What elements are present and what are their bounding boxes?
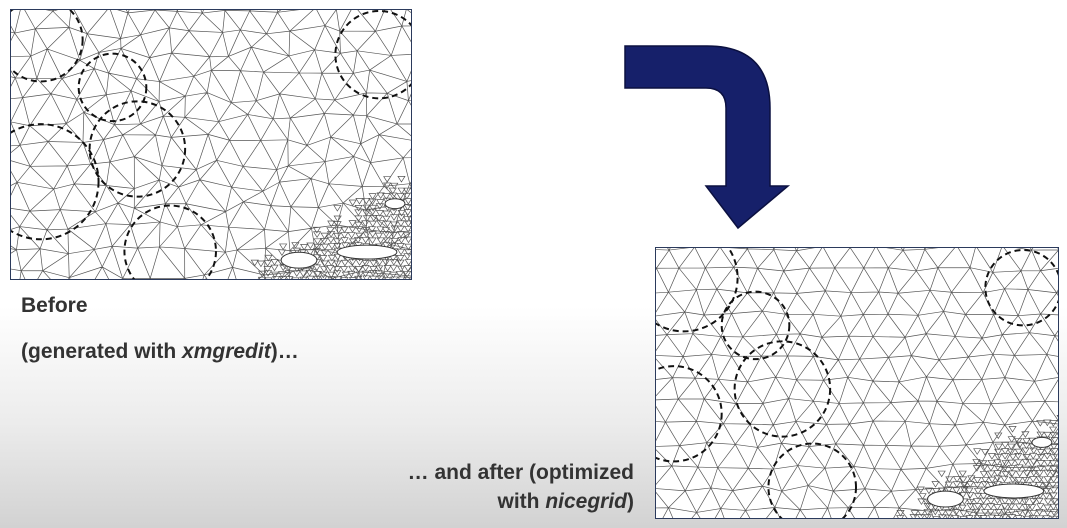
before-caption-prefix: (generated with xyxy=(21,340,183,363)
island-shape xyxy=(927,490,964,508)
mesh-lines xyxy=(656,248,1058,518)
before-title: Before xyxy=(21,294,88,317)
highlight-circle xyxy=(77,52,148,123)
highlight-circle xyxy=(767,442,857,518)
before-caption: (generated with xmgredit)… xyxy=(21,340,299,364)
island-shape xyxy=(336,244,398,260)
before-tool-name: xmgredit xyxy=(182,340,271,363)
after-caption-prefix: with xyxy=(497,490,546,513)
after-caption-line1: … and after (optimized xyxy=(407,461,634,484)
after-caption-suffix: ) xyxy=(627,490,634,513)
highlight-circle xyxy=(88,100,187,198)
after-mesh-svg xyxy=(656,248,1058,518)
highlight-circle xyxy=(656,248,739,333)
highlight-circle xyxy=(123,204,217,279)
after-caption: … and after (optimized with nicegrid) xyxy=(408,458,634,516)
after-tool-name: nicegrid xyxy=(545,490,627,513)
curved-down-arrow-icon xyxy=(624,45,791,230)
after-caption-line2: with nicegrid) xyxy=(408,487,634,516)
mesh-lines xyxy=(11,10,411,279)
highlight-circle xyxy=(11,123,100,241)
highlight-circle xyxy=(656,365,723,463)
before-mesh-image xyxy=(10,9,412,280)
island-shape xyxy=(280,251,318,269)
after-mesh-image xyxy=(655,247,1059,519)
before-caption-suffix: )… xyxy=(270,340,299,363)
island-shape xyxy=(1031,436,1053,448)
before-mesh-svg xyxy=(11,10,411,279)
island-shape xyxy=(384,198,406,210)
highlight-circle xyxy=(733,340,832,438)
highlight-circle xyxy=(11,10,84,83)
island-shape xyxy=(983,483,1045,499)
highlight-circle xyxy=(720,290,791,361)
